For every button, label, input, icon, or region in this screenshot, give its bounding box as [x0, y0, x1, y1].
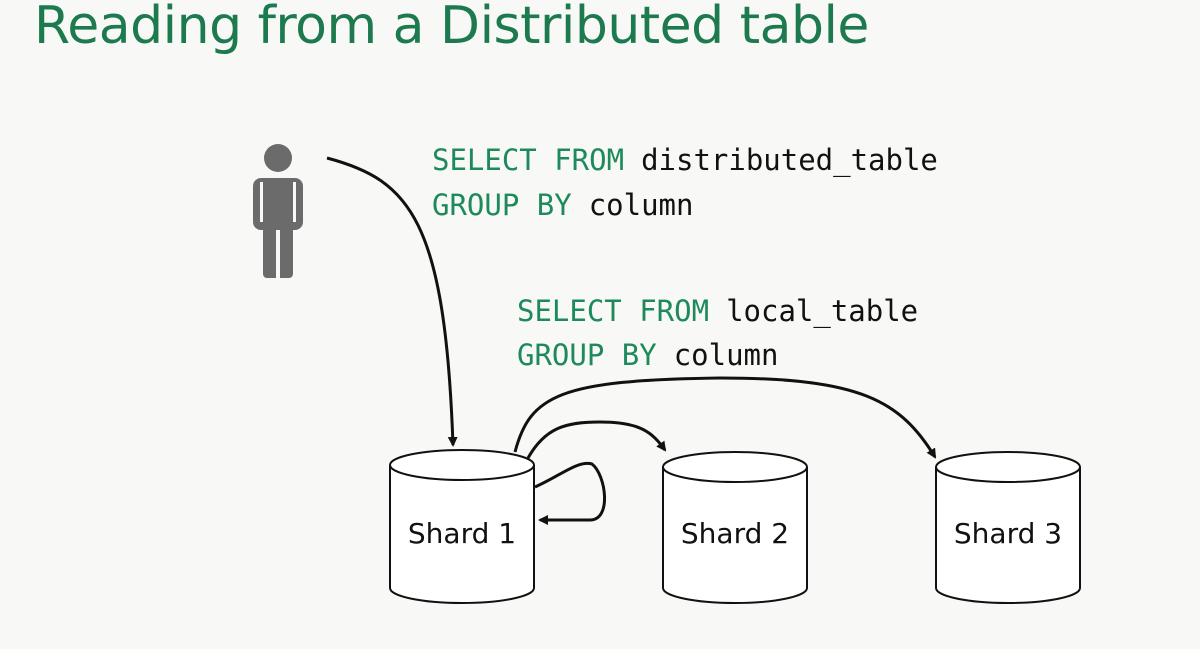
arrow-shard1-to-self [534, 461, 606, 525]
user-icon [253, 144, 303, 278]
shard-3-label: Shard 3 [954, 517, 1062, 550]
arrow-user-to-shard1 [326, 156, 458, 447]
shard-3: Shard 3 [935, 451, 1081, 604]
slide-title: Reading from a Distributed table [34, 0, 869, 56]
shard-2-label: Shard 2 [681, 517, 789, 550]
arrow-shard1-to-shard3 [513, 376, 937, 459]
arrow-shard1-to-shard2 [526, 420, 667, 459]
shard-2: Shard 2 [662, 451, 808, 604]
shard-1: Shard 1 [389, 449, 535, 604]
shard-1-label: Shard 1 [408, 517, 516, 550]
